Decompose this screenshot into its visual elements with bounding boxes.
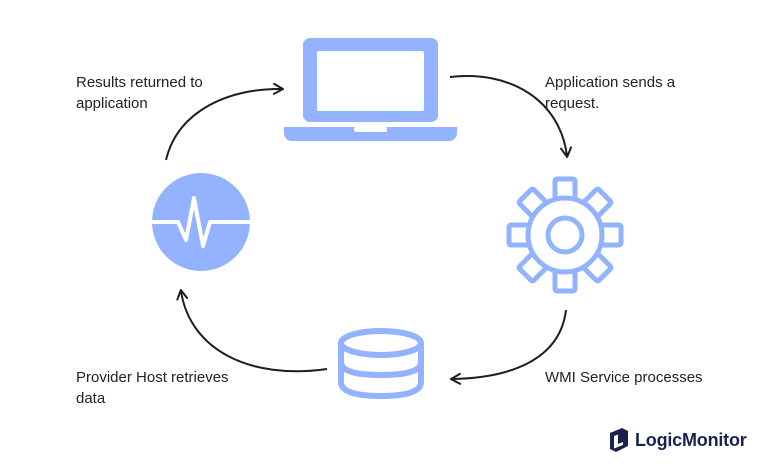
arrow-database-to-provider [176, 289, 328, 373]
label-provider-host-line1: Provider Host retrieves [76, 369, 229, 386]
arrow-provider-to-app [165, 82, 284, 161]
label-application-sends-line1: Application sends a [545, 74, 676, 91]
pulse-icon [150, 173, 252, 271]
label-provider-host-line2: data [76, 390, 106, 407]
label-results-returned: Results returned to application [76, 72, 276, 114]
label-application-sends: Application sends a request. [545, 72, 745, 114]
gear-icon [509, 176, 621, 291]
brand-name: LogicMonitor [635, 429, 747, 450]
label-wmi-service-line1: WMI Service processes [545, 369, 703, 386]
label-wmi-service: WMI Service processes [545, 367, 755, 388]
logicmonitor-logo-icon [610, 428, 628, 452]
logicmonitor-brand: LogicMonitor [608, 425, 747, 455]
arrow-app-to-wmi [449, 75, 572, 158]
label-provider-host: Provider Host retrieves data [76, 367, 276, 409]
label-application-sends-line2: request. [545, 95, 600, 112]
label-results-returned-line1: Results returned to [76, 74, 203, 91]
database-icon [338, 328, 424, 400]
arrow-wmi-to-database [450, 309, 567, 385]
label-results-returned-line2: application [76, 95, 148, 112]
laptop-icon [284, 38, 457, 141]
